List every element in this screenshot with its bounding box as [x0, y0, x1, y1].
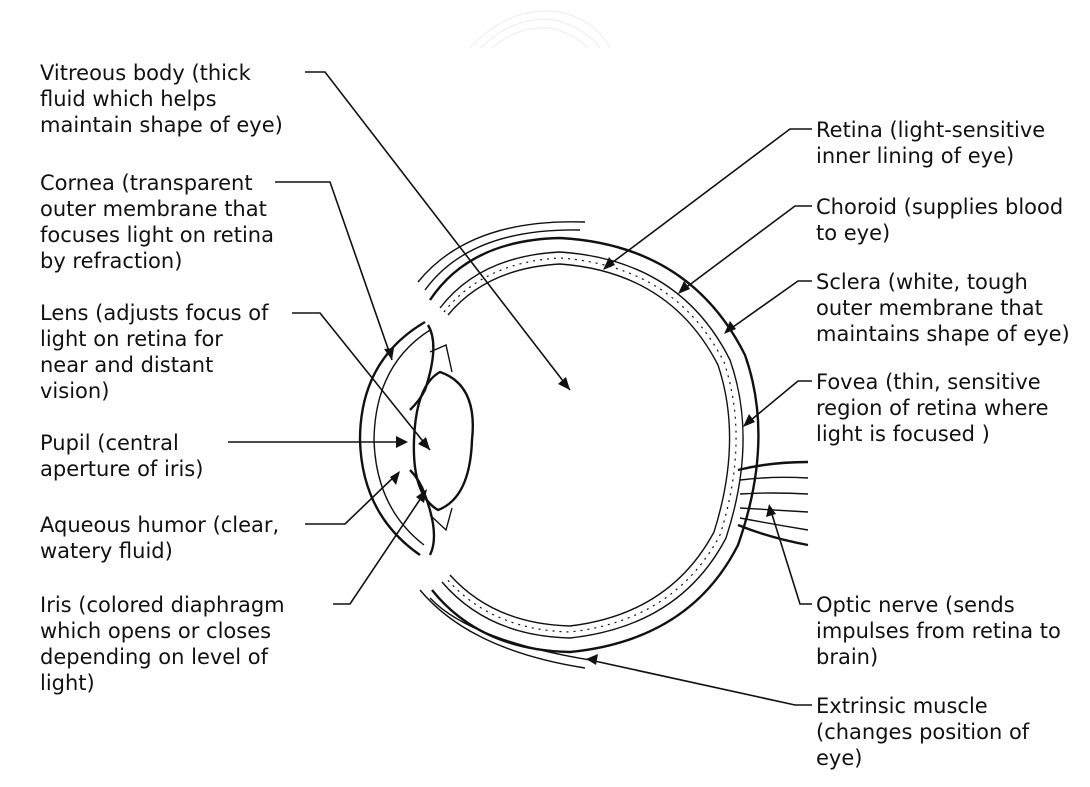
- label-lens: Lens (adjusts focus of light on retina f…: [40, 301, 275, 403]
- optic-nerve-fiber-1: [740, 477, 808, 480]
- label-cornea: Cornea (transparent outer membrane that …: [40, 171, 281, 273]
- leader-muscle: [590, 660, 812, 705]
- arrow-vitreous: [558, 377, 570, 390]
- label-muscle: Extrinsic muscle (changes position of ey…: [816, 694, 1036, 770]
- watermark-fan: [470, 11, 610, 48]
- retina-texture: [444, 258, 736, 632]
- labels-right: Retina (light-sensitive inner lining of …: [816, 118, 1070, 770]
- choroid-outline: [440, 252, 743, 638]
- label-optic: Optic nerve (sends impulses from retina …: [816, 593, 1068, 669]
- label-sclera: Sclera (white, tough outer membrane that…: [816, 270, 1070, 346]
- optic-nerve-top: [738, 462, 808, 470]
- leader-sclera: [726, 281, 812, 332]
- sclera-outline: [430, 238, 758, 652]
- leader-retina: [605, 129, 812, 268]
- arrow-fovea: [743, 414, 755, 427]
- arrow-lens: [418, 437, 430, 450]
- leader-cornea: [275, 182, 392, 360]
- retina-outline: [448, 264, 730, 626]
- leader-vitreous: [305, 72, 570, 390]
- label-vitreous: Vitreous body (thick fluid which helps m…: [40, 61, 283, 137]
- label-retina: Retina (light-sensitive inner lining of …: [816, 118, 1052, 168]
- arrow-muscle: [586, 654, 598, 665]
- leader-optic: [770, 508, 812, 604]
- labels-left: Vitreous body (thick fluid which helps m…: [40, 61, 291, 695]
- lower-sheath-2: [420, 590, 585, 668]
- iris-lower: [410, 470, 434, 555]
- label-aqueous: Aqueous humor (clear, watery fluid): [40, 513, 286, 563]
- optic-nerve-fiber-2: [740, 493, 808, 494]
- arrow-aqueous: [390, 471, 400, 485]
- label-pupil: Pupil (central aperture of iris): [40, 431, 203, 481]
- label-fovea: Fovea (thin, sensitive region of retina …: [816, 370, 1055, 446]
- label-choroid: Choroid (supplies blood to eye): [816, 195, 1070, 245]
- leader-choroid: [680, 206, 812, 292]
- label-iris: Iris (colored diaphragm which opens or c…: [40, 593, 291, 695]
- leader-aqueous: [305, 473, 398, 524]
- arrow-pupil: [396, 436, 408, 448]
